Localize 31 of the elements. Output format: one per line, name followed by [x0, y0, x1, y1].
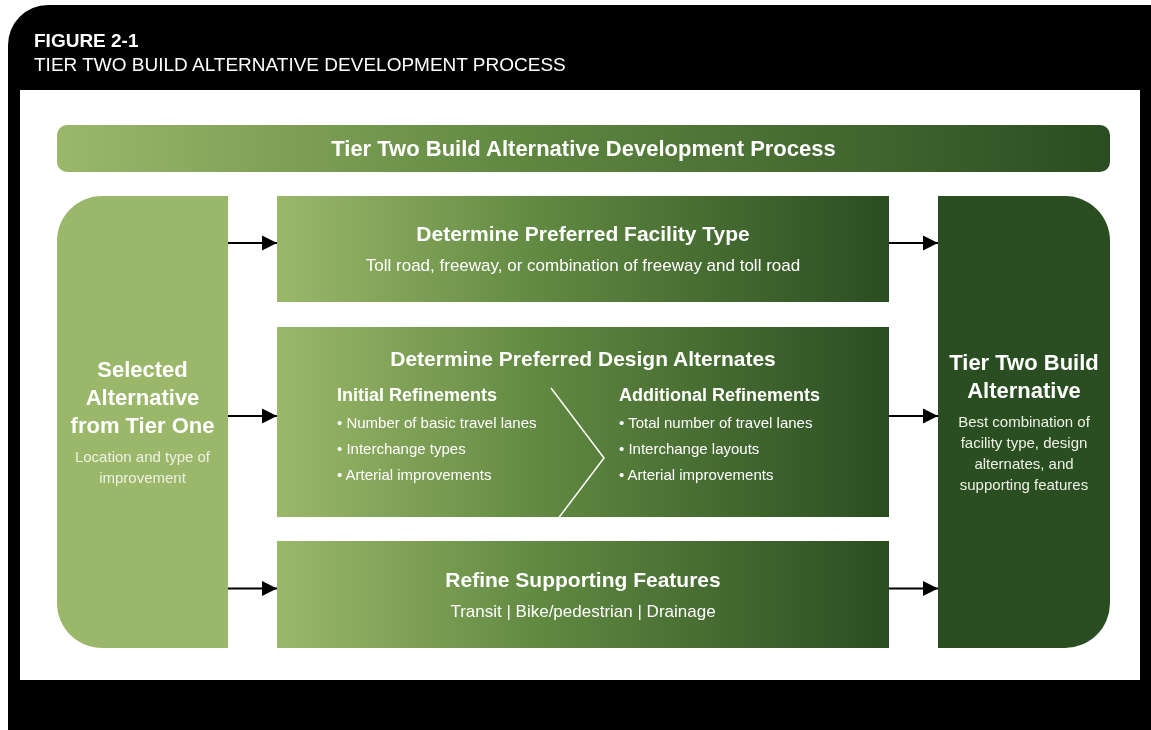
box-heading: Determine Preferred Design Alternates — [389, 347, 777, 371]
stage-panel — [938, 196, 1110, 648]
bullet-item: • Interchange types — [337, 439, 467, 459]
panel-description: Best combination of facility type, design alternates, and supporting features — [957, 412, 1091, 495]
panel-heading: Tier Two Build Alternative — [948, 349, 1100, 405]
stage-panel — [57, 196, 228, 648]
arrow — [889, 580, 938, 597]
arrow — [889, 235, 938, 251]
bullet-item: • Number of basic travel lanes — [337, 413, 537, 433]
column-heading: Initial Refinements — [337, 385, 499, 406]
panel-heading: Selected Alternative from Tier One — [69, 356, 216, 440]
column-heading: Additional Refinements — [619, 385, 820, 406]
figure-title: FIGURE 2-1 — [34, 30, 139, 52]
bullet-item: • Arterial improvements — [619, 465, 775, 485]
process-box — [277, 541, 889, 648]
box-heading: Determine Preferred Facility Type — [415, 222, 751, 246]
title-banner — [57, 125, 1110, 172]
process-box — [277, 196, 889, 302]
arrow — [889, 408, 938, 424]
panel-description: Location and type of improvement — [73, 447, 212, 488]
bullet-item: • Total number of travel lanes — [619, 413, 814, 433]
bullet-item: • Interchange layouts — [619, 439, 761, 459]
arrow — [228, 580, 277, 597]
banner-heading: Tier Two Build Alternative Development Process — [331, 135, 836, 162]
box-description: Transit | Bike/pedestrian | Drainage — [449, 601, 717, 622]
figure-subtitle: TIER TWO BUILD ALTERNATIVE DEVELOPMENT PROCESS — [34, 54, 566, 76]
box-heading: Refine Supporting Features — [444, 567, 722, 592]
arrow — [228, 235, 277, 251]
box-description: Toll road, freeway, or combination of freeway and toll road — [364, 256, 802, 276]
bullet-item: • Arterial improvements — [337, 465, 493, 485]
arrow — [228, 408, 277, 424]
